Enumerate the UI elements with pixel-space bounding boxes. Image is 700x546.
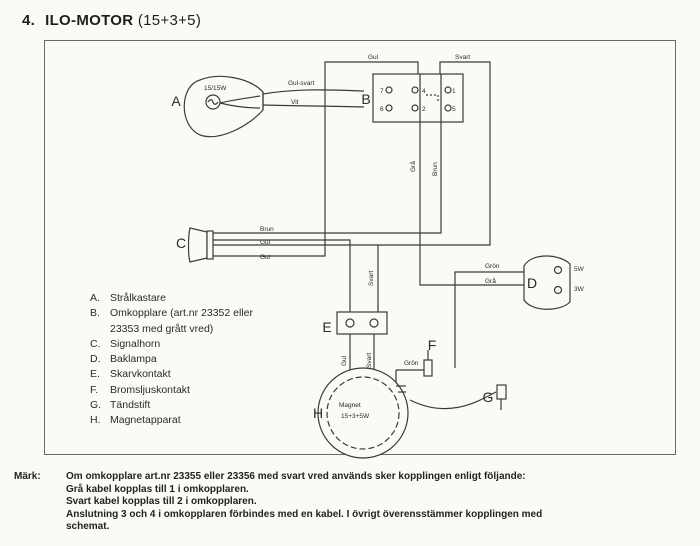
taillamp-5w: 5W bbox=[574, 266, 585, 273]
footnote-line: Grå kabel kopplas till 1 i omkopplaren. bbox=[66, 483, 249, 495]
title-subtitle: (15+3+5) bbox=[137, 12, 202, 29]
terminal-2: 2 bbox=[422, 106, 426, 113]
wire-label-gra-d: Grå bbox=[485, 277, 496, 285]
component-legend: A.Strålkastare B.Omkopplare (art.nr 2335… bbox=[90, 291, 253, 429]
legend-item: A.Strålkastare bbox=[90, 292, 167, 304]
wire-gron-d bbox=[454, 271, 555, 368]
terminal-5: 5 bbox=[452, 106, 456, 113]
wire-label-gul-horn-2: Gul bbox=[260, 254, 271, 261]
connector-block bbox=[336, 311, 388, 335]
taillamp-3w: 3W bbox=[574, 286, 585, 293]
legend-item-continuation: 23353 med grått vred) bbox=[110, 322, 214, 335]
terminal-1: 1 bbox=[452, 88, 456, 95]
brake-switch bbox=[423, 359, 433, 377]
wire-label-gra-v: Grå bbox=[409, 161, 417, 172]
wire-g bbox=[409, 391, 497, 410]
label-g: G bbox=[483, 389, 494, 405]
wire-label-vit: Vit bbox=[291, 99, 299, 106]
footnote-line: Anslutning 3 och 4 i omkopplaren förbind… bbox=[66, 508, 543, 520]
legend-item: D.Baklampa bbox=[90, 353, 157, 366]
wire-label-gul-h: Gul bbox=[341, 355, 348, 366]
magneto-name: Magnet bbox=[339, 402, 361, 409]
switch-box bbox=[372, 73, 464, 123]
legend-item: B.Omkopplare (art.nr 23352 eller bbox=[90, 307, 253, 320]
label-b: B bbox=[361, 91, 370, 107]
wire-label-brun-horn: Brun bbox=[260, 226, 274, 233]
wire-label-gul-top: Gul bbox=[368, 54, 379, 61]
footnote-line: Om omkopplare art.nr 23355 eller 23356 m… bbox=[66, 471, 526, 482]
label-h: H bbox=[313, 405, 323, 421]
label-e: E bbox=[322, 319, 331, 335]
legend-item: H.Magnetapparat bbox=[90, 414, 181, 427]
wire-label-gul-svart: Gul-svart bbox=[288, 80, 315, 87]
footnote-body: Om omkopplare art.nr 23355 eller 23356 m… bbox=[66, 471, 694, 534]
legend-item: E.Skarvkontakt bbox=[90, 368, 171, 381]
page-title: 4. ILO-MOTOR (15+3+5) bbox=[22, 12, 201, 29]
wire-label-svart-top: Svart bbox=[455, 54, 470, 61]
wire-gul-svart bbox=[262, 89, 365, 95]
horn-shape bbox=[187, 227, 208, 263]
spark-plug bbox=[496, 384, 507, 400]
label-f: F bbox=[428, 337, 437, 353]
wire-label-svart-h: Svart bbox=[366, 353, 373, 368]
headlamp-shape bbox=[183, 75, 264, 138]
footnote-label: Märk: bbox=[14, 471, 41, 482]
legend-item: G.Tändstift bbox=[90, 399, 151, 412]
wire-gul-horn-1 bbox=[210, 239, 351, 312]
section-number: 4. bbox=[22, 12, 36, 29]
magneto-inner bbox=[326, 376, 400, 450]
wire-label-brun-v: Brun bbox=[432, 162, 439, 176]
label-a: A bbox=[171, 93, 181, 109]
terminal-7: 7 bbox=[380, 88, 384, 95]
wire-brun bbox=[208, 122, 442, 234]
legend-item: F.Bromsljuskontakt bbox=[90, 383, 190, 396]
wire-vit bbox=[262, 104, 365, 108]
wire-label-gron-f: Grön bbox=[404, 360, 419, 367]
label-d: D bbox=[527, 275, 537, 291]
terminal-4: 4 bbox=[422, 88, 426, 95]
wire-label-svart-e: Svart bbox=[368, 271, 375, 286]
magneto-rating: 15+3+5W bbox=[341, 413, 370, 420]
wire-label-gul-horn-1: Gul bbox=[260, 239, 271, 246]
label-c: C bbox=[176, 235, 186, 251]
terminal-6: 6 bbox=[380, 106, 384, 113]
wire-svart-top bbox=[210, 61, 491, 246]
headlamp-rating: 15/15W bbox=[204, 85, 227, 92]
footnote-line: schemat. bbox=[66, 521, 110, 533]
magneto-outer bbox=[317, 367, 409, 459]
footnote: Märk: Om omkopplare art.nr 23355 eller 2… bbox=[14, 471, 694, 534]
title-text: ILO-MOTOR bbox=[45, 12, 134, 29]
wire-label-gron-d: Grön bbox=[485, 263, 500, 270]
footnote-line: Svart kabel kopplas till 2 i omkopplaren… bbox=[66, 496, 257, 508]
wire-gul-horn-2 bbox=[210, 230, 326, 257]
wire-gra bbox=[419, 122, 555, 286]
legend-item: C.Signalhorn bbox=[90, 337, 161, 350]
